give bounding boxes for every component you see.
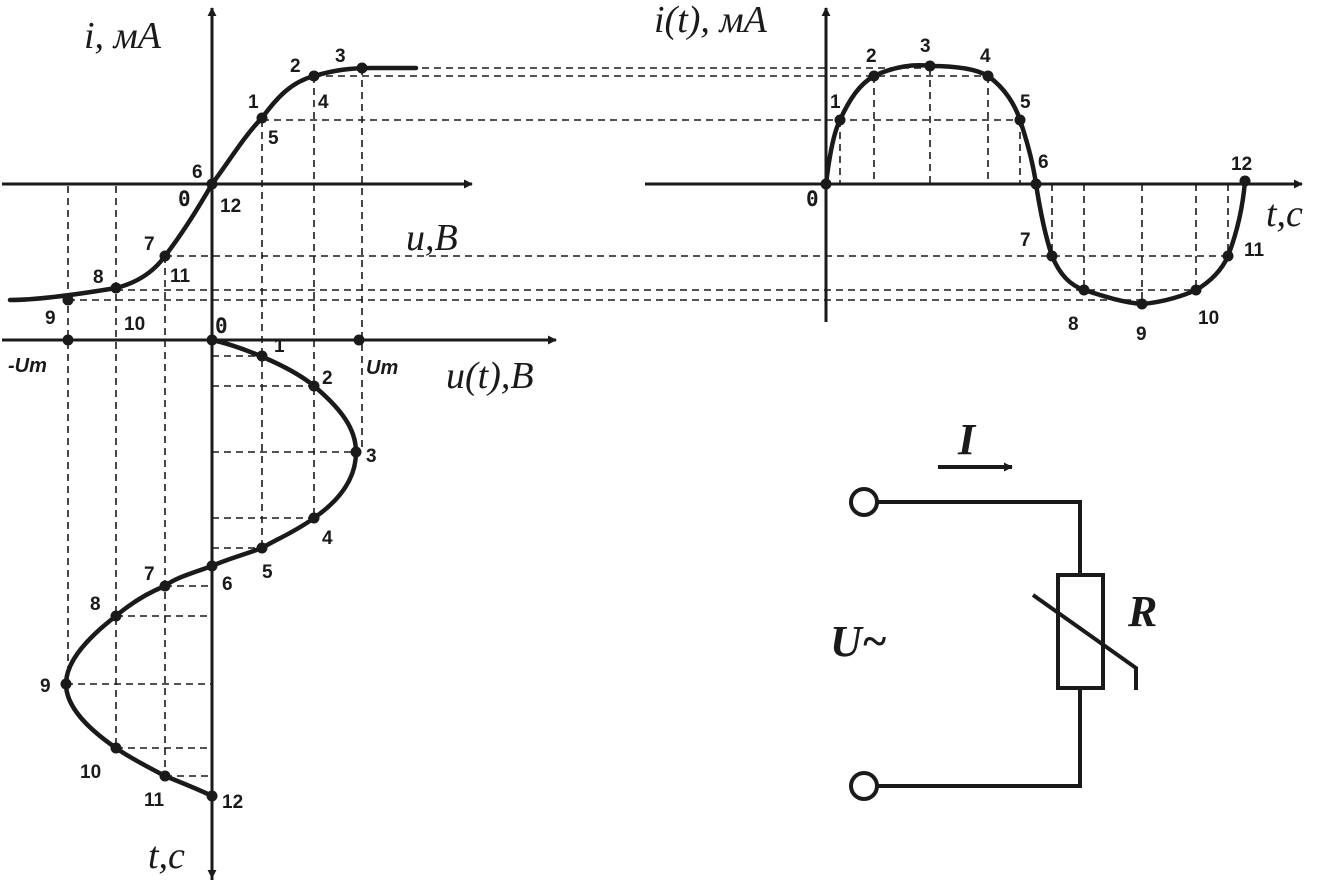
ut-point-12 xyxy=(206,790,218,802)
iv-label-1: 1 xyxy=(248,92,259,113)
it-point-5 xyxy=(1014,114,1026,126)
it-label-3: 3 xyxy=(920,36,931,57)
iv-label-3: 3 xyxy=(335,46,346,67)
ut-label-1: 1 xyxy=(274,336,285,357)
minus-um-point xyxy=(62,334,74,346)
it-point-11 xyxy=(1222,250,1234,262)
iv-point-3 xyxy=(356,62,368,74)
ut-label-3: 3 xyxy=(366,446,377,467)
current-label: I xyxy=(957,415,977,464)
ut-point-0 xyxy=(206,334,218,346)
ut-axis-label: u(t),В xyxy=(446,355,534,397)
wire-bottom xyxy=(877,688,1082,788)
it-point-9 xyxy=(1136,298,1148,310)
ut-point-9 xyxy=(60,678,72,690)
iv-point-7-11 xyxy=(159,250,171,262)
ut-point-11 xyxy=(159,770,171,782)
iv-label-6: 6 xyxy=(192,162,203,183)
construction-lines xyxy=(66,67,1229,777)
iv-point-2-4 xyxy=(308,70,320,82)
iv-label-8: 8 xyxy=(93,267,104,288)
axes xyxy=(2,7,1303,880)
it-label-11: 11 xyxy=(1244,240,1265,261)
iv-point-1-5 xyxy=(256,112,268,124)
it-point-1 xyxy=(834,114,846,126)
point-labels: 1 2 3 4 5 6 7 8 9 10 11 12 0 0 1 2 3 4 5… xyxy=(40,36,1265,813)
ut-label-6: 6 xyxy=(222,574,233,595)
wire-top xyxy=(877,500,1082,575)
iv-label-2: 2 xyxy=(290,56,301,77)
iv-label-11: 11 xyxy=(170,266,191,287)
iv-label-5: 5 xyxy=(268,128,279,149)
iv-point-8-10 xyxy=(110,282,122,294)
iv-point-6-12 xyxy=(206,178,218,190)
ut-label-8: 8 xyxy=(90,594,101,615)
resistor-label: R xyxy=(1127,587,1157,636)
origin-label-ut: 0 xyxy=(215,314,228,338)
it-label-9: 9 xyxy=(1136,324,1147,345)
iv-label-12: 12 xyxy=(220,196,241,217)
it-label-5: 5 xyxy=(1020,92,1031,113)
ut-point-8 xyxy=(110,610,122,622)
iv-label-4: 4 xyxy=(318,92,329,113)
varistor-diagonal xyxy=(1031,593,1138,690)
iv-label-7: 7 xyxy=(144,234,155,255)
t-axis-right-label: t,c xyxy=(1266,193,1303,235)
it-label-7: 7 xyxy=(1020,230,1031,251)
ut-label-11: 11 xyxy=(144,790,165,811)
axis-labels: i, мА u,В i(t), мА t,c u(t),В t,c -Um Um xyxy=(8,0,1303,877)
ut-label-2: 2 xyxy=(322,368,333,389)
source-label: U~ xyxy=(830,617,887,666)
ut-point-7 xyxy=(159,580,171,592)
it-point-10 xyxy=(1190,284,1202,296)
it-point-4 xyxy=(982,70,994,82)
it-point-7 xyxy=(1046,250,1058,262)
ut-point-10 xyxy=(110,742,122,754)
it-label-2: 2 xyxy=(866,46,877,67)
ut-point-5 xyxy=(256,542,268,554)
ut-label-4: 4 xyxy=(322,528,333,549)
ut-point-3 xyxy=(350,446,362,458)
it-label-4: 4 xyxy=(980,46,991,67)
iv-label-10: 10 xyxy=(124,314,145,335)
terminal-top xyxy=(849,487,879,517)
it-point-12 xyxy=(1239,175,1251,187)
it-point-0 xyxy=(820,178,832,190)
data-points xyxy=(60,60,1251,802)
it-label-1: 1 xyxy=(830,92,841,113)
it-axis-label: i(t), мА xyxy=(654,0,768,41)
it-point-8 xyxy=(1078,284,1090,296)
minus-um-label: -Um xyxy=(8,355,47,377)
circuit-schematic: I R U~ xyxy=(830,415,1157,801)
i-axis-label: i, мА xyxy=(84,15,162,57)
origin-label-it: 0 xyxy=(806,187,819,211)
ut-label-12: 12 xyxy=(222,792,243,813)
it-label-8: 8 xyxy=(1068,314,1079,335)
t-axis-bottom-label: t,c xyxy=(148,835,185,877)
ut-label-7: 7 xyxy=(144,564,155,585)
ut-point-2 xyxy=(308,380,320,392)
ut-label-9: 9 xyxy=(40,676,51,697)
um-point xyxy=(353,334,365,346)
varistor-body xyxy=(1056,573,1105,690)
it-point-2 xyxy=(868,70,880,82)
it-label-6: 6 xyxy=(1038,152,1049,173)
ut-label-10: 10 xyxy=(80,762,101,783)
iv-point-9 xyxy=(62,294,74,306)
it-label-12: 12 xyxy=(1231,154,1252,175)
it-point-3 xyxy=(924,60,936,72)
um-label: Um xyxy=(366,357,398,379)
iv-label-9: 9 xyxy=(45,308,56,329)
it-point-6 xyxy=(1030,178,1042,190)
terminal-bottom xyxy=(849,771,879,801)
u-axis-label: u,В xyxy=(406,217,458,259)
it-label-10: 10 xyxy=(1198,308,1219,329)
origin-label-iv: 0 xyxy=(178,187,191,211)
ut-point-6 xyxy=(206,560,218,572)
ut-point-1 xyxy=(256,350,268,362)
ut-label-5: 5 xyxy=(262,562,273,583)
ut-point-4 xyxy=(308,512,320,524)
